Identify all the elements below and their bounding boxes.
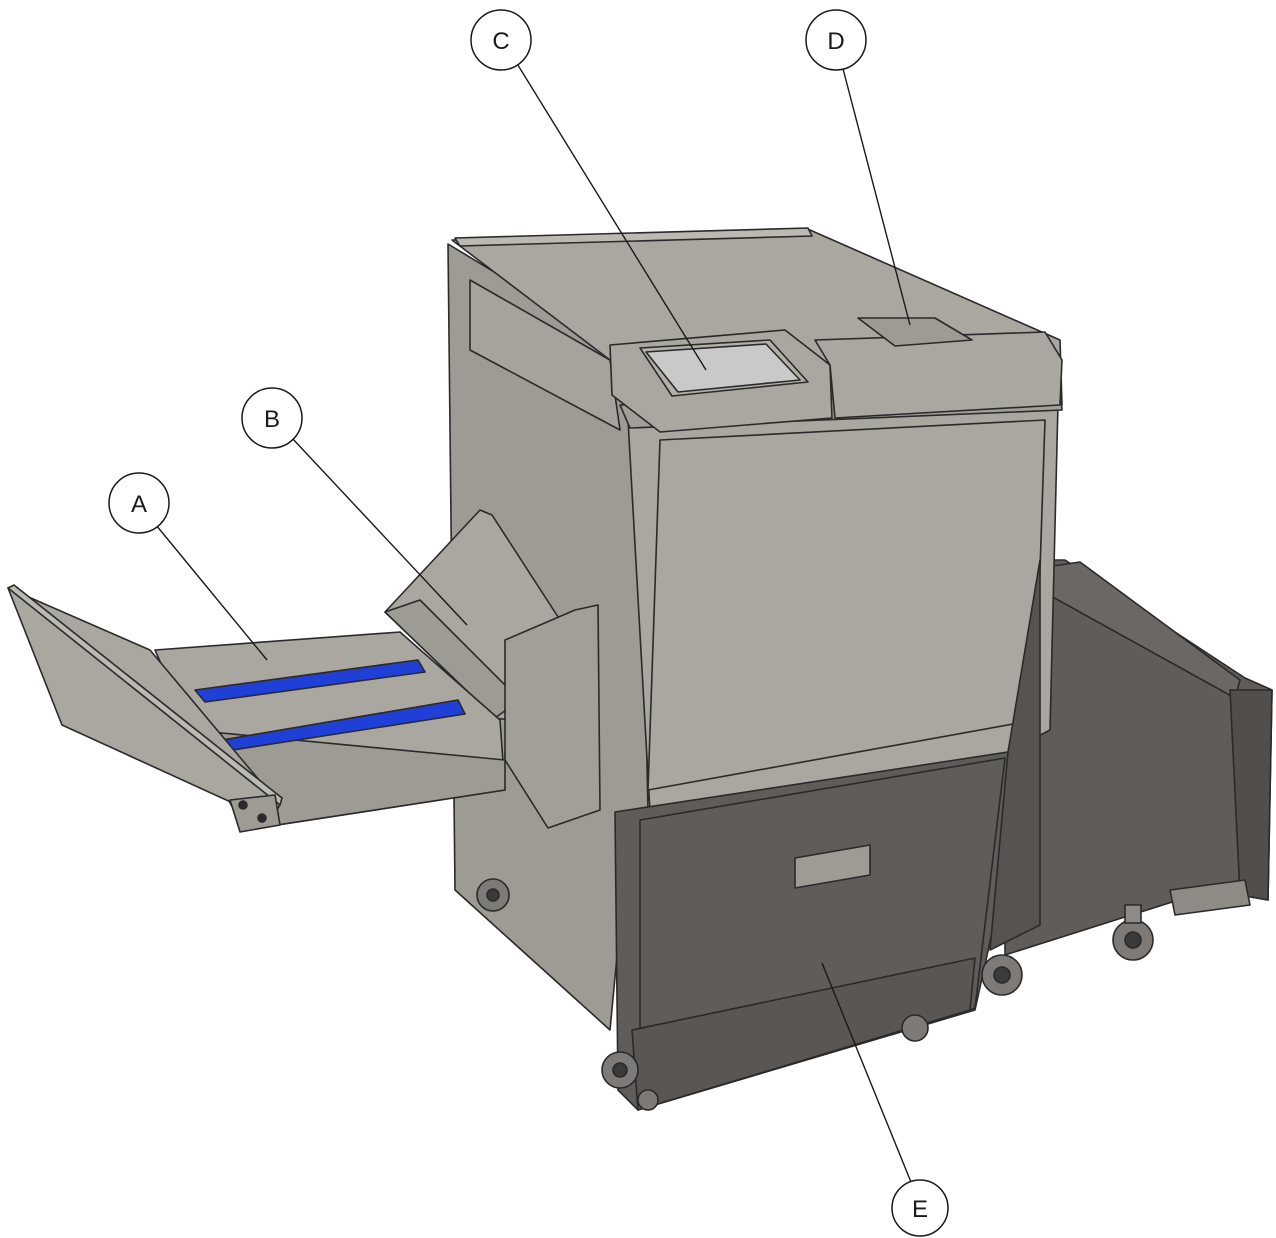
callout-label-e: E	[912, 1196, 928, 1223]
delivery-tray	[7, 584, 506, 833]
callout-label-d: D	[827, 28, 844, 55]
leader-lines	[155, 61, 914, 1188]
side-unit	[1004, 559, 1273, 961]
touch-screen	[645, 343, 801, 393]
leader-line-c	[515, 61, 707, 371]
callout-a: A	[108, 472, 170, 534]
leader-line-b	[291, 437, 468, 626]
callout-label-a: A	[131, 491, 147, 518]
callout-b: B	[241, 387, 303, 449]
control-panel	[609, 329, 833, 433]
leader-line-a	[155, 524, 268, 661]
top-cover	[814, 317, 1063, 419]
cabinet-handle	[794, 844, 871, 889]
callout-label-b: B	[264, 406, 280, 433]
casters	[476, 878, 1023, 1111]
leader-line-d	[841, 64, 911, 326]
feed-guide	[384, 509, 601, 829]
belt	[194, 659, 426, 703]
leader-line-e	[821, 962, 914, 1188]
callout-e: E	[891, 1179, 949, 1237]
callout-c: C	[470, 9, 532, 71]
callout-label-c: C	[492, 28, 509, 55]
top-slot	[857, 317, 973, 347]
callout-d: D	[805, 9, 867, 71]
